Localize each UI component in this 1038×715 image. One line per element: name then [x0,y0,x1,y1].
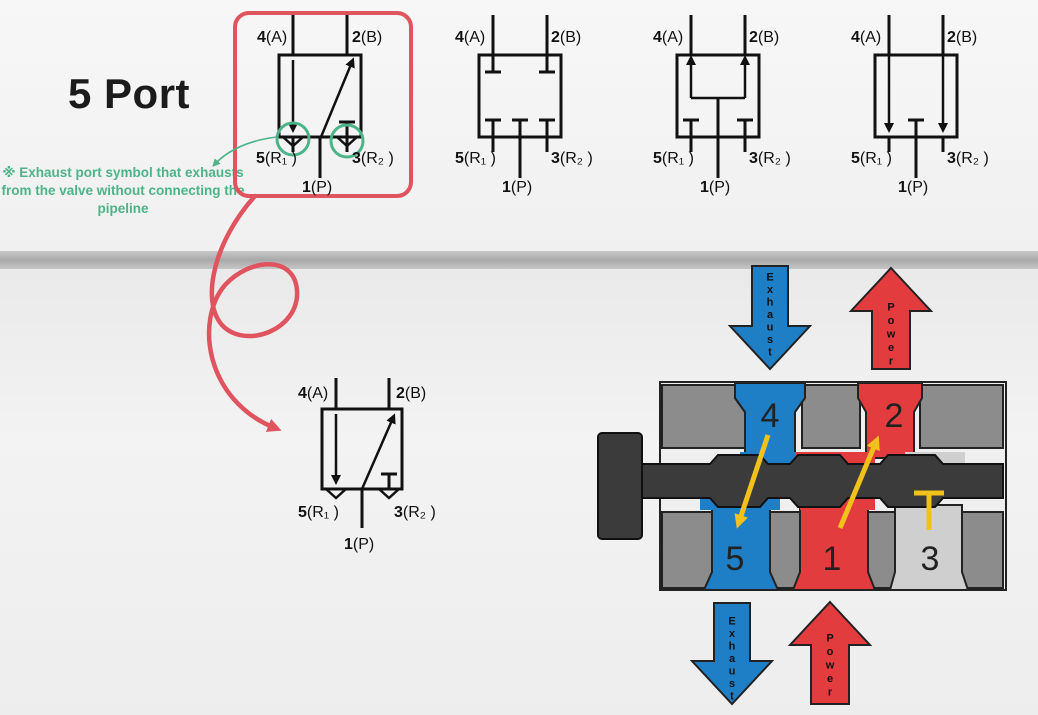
port-label-a: 4(A) [653,29,683,46]
port-label-r1: 5(R₁ ) [256,150,297,167]
port-label-r1: 5(R₁ ) [851,150,892,167]
port-label-p: 1(P) [344,536,374,553]
symbol-2: 4(A) 2(B) 5(R₁ ) 3(R₂ ) 1(P) [455,15,593,196]
port-label-r2: 3(R₂ ) [749,150,791,167]
body-port-3: 3 [921,540,940,578]
loop-arrow [206,193,300,432]
port-label-r1: 5(R₁ ) [298,504,339,521]
port-label-a: 4(A) [851,29,881,46]
body-port-2: 2 [885,397,904,435]
valve-cross-section: 4 2 5 1 3 [597,381,1007,591]
symbol-3: 4(A) 2(B) 5(R₁ ) 3(R₂ ) 1(P) [653,15,791,196]
highlight-box [233,11,413,198]
port-label-p: 1(P) [502,179,532,196]
port-label-b: 2(B) [396,385,426,402]
port-label-b: 2(B) [352,29,382,46]
page-title: 5 Port [68,70,191,117]
exhaust-port-note: ※ Exhaust port symbol that exhausts from… [1,165,245,216]
port-label-a: 4(A) [257,29,287,46]
port-label-r2: 3(R₂ ) [394,504,436,521]
body-port-4: 4 [761,397,780,435]
symbol-1: 4(A) 2(B) 5(R₁ ) 3(R₂ ) 1(P) [212,11,413,198]
exhaust-highlight-circle [275,121,311,157]
port-label-b: 2(B) [947,29,977,46]
port-label-b: 2(B) [551,29,581,46]
port-label-a: 4(A) [455,29,485,46]
port-label-p: 1(P) [898,179,928,196]
port-label-p: 1(P) [302,179,332,196]
symbol-4: 4(A) 2(B) 5(R₁ ) 3(R₂ ) 1(P) [851,15,989,196]
port-label-r2: 3(R₂ ) [551,150,593,167]
port-label-r1: 5(R₁ ) [455,150,496,167]
symbol-enlarged: 4(A) 2(B) 5(R₁ ) 3(R₂ ) 1(P) [298,378,436,553]
body-port-1: 1 [823,540,842,578]
port-label-r2: 3(R₂ ) [352,150,394,167]
port-label-p: 1(P) [700,179,730,196]
port-label-r1: 5(R₁ ) [653,150,694,167]
port-label-b: 2(B) [749,29,779,46]
body-port-5: 5 [726,540,745,578]
port-label-r2: 3(R₂ ) [947,150,989,167]
exhaust-highlight-circle [329,123,365,159]
port-label-a: 4(A) [298,385,328,402]
note-pointer-arrow [212,136,278,167]
